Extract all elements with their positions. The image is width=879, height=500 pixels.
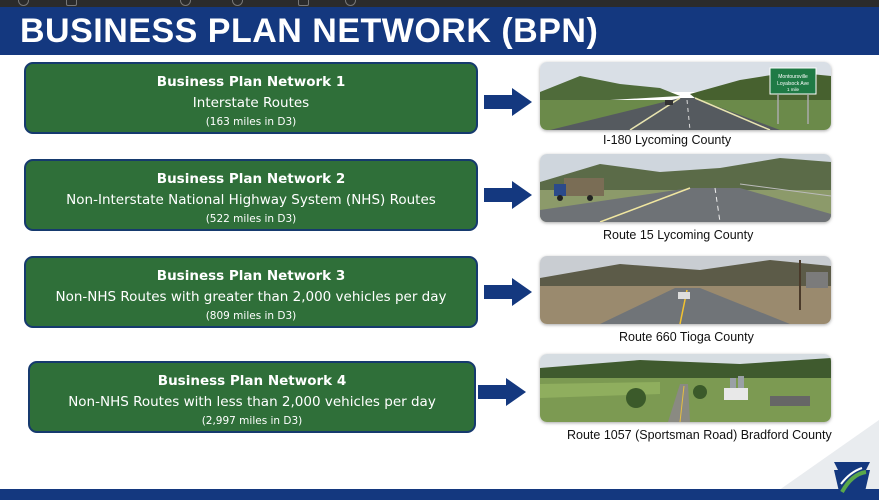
network-box-1: Business Plan Network 1 Interstate Route… bbox=[24, 62, 478, 134]
road-photo-2 bbox=[540, 154, 831, 222]
footer-bar bbox=[0, 489, 879, 500]
network-heading: Business Plan Network 2 bbox=[156, 171, 346, 187]
right-arrow-icon bbox=[478, 378, 526, 406]
road-photo-4 bbox=[540, 354, 831, 422]
network-description: Interstate Routes bbox=[192, 95, 310, 111]
toolbar-circle-icon bbox=[18, 0, 29, 6]
network-heading: Business Plan Network 1 bbox=[156, 74, 346, 90]
right-arrow-icon bbox=[484, 88, 532, 116]
page-title: BUSINESS PLAN NETWORK (BPN) bbox=[20, 12, 599, 50]
toolbar-circle-icon bbox=[180, 0, 191, 6]
network-description: Non-Interstate National Highway System (… bbox=[66, 192, 436, 208]
network-miles: (163 miles in D3) bbox=[205, 116, 297, 128]
network-box-3: Business Plan Network 3 Non-NHS Routes w… bbox=[24, 256, 478, 328]
network-miles: (2,997 miles in D3) bbox=[201, 415, 303, 427]
toolbar-doc-icon bbox=[298, 0, 309, 6]
photo-caption-3: Route 660 Tioga County bbox=[619, 330, 754, 344]
network-description: Non-NHS Routes with less than 2,000 vehi… bbox=[68, 394, 436, 410]
right-arrow-icon bbox=[484, 278, 532, 306]
toolbar-circle-icon bbox=[345, 0, 356, 6]
network-box-4: Business Plan Network 4 Non-NHS Routes w… bbox=[28, 361, 476, 433]
photo-caption-1: I-180 Lycoming County bbox=[603, 133, 732, 147]
toolbar-circle-icon bbox=[232, 0, 243, 6]
svg-text:1 mile: 1 mile bbox=[787, 87, 800, 92]
network-box-2: Business Plan Network 2 Non-Interstate N… bbox=[24, 159, 478, 231]
toolbar-doc-icon bbox=[66, 0, 77, 6]
toolbar-strip bbox=[0, 0, 879, 7]
road-photo-1: Montoursville Loyalsock Ave 1 mile bbox=[540, 62, 831, 130]
keystone-logo-icon bbox=[834, 462, 870, 496]
svg-text:Montoursville: Montoursville bbox=[778, 74, 808, 80]
network-description: Non-NHS Routes with greater than 2,000 v… bbox=[55, 289, 447, 305]
title-bar: BUSINESS PLAN NETWORK (BPN) bbox=[0, 7, 879, 55]
network-heading: Business Plan Network 3 bbox=[156, 268, 346, 284]
network-miles: (522 miles in D3) bbox=[205, 213, 297, 225]
photo-caption-2: Route 15 Lycoming County bbox=[603, 228, 754, 242]
svg-text:Loyalsock Ave: Loyalsock Ave bbox=[777, 81, 809, 87]
network-miles: (809 miles in D3) bbox=[205, 310, 297, 322]
road-photo-3 bbox=[540, 256, 831, 324]
network-heading: Business Plan Network 4 bbox=[157, 373, 347, 389]
right-arrow-icon bbox=[484, 181, 532, 209]
photo-caption-4: Route 1057 (Sportsman Road) Bradford Cou… bbox=[567, 428, 832, 442]
